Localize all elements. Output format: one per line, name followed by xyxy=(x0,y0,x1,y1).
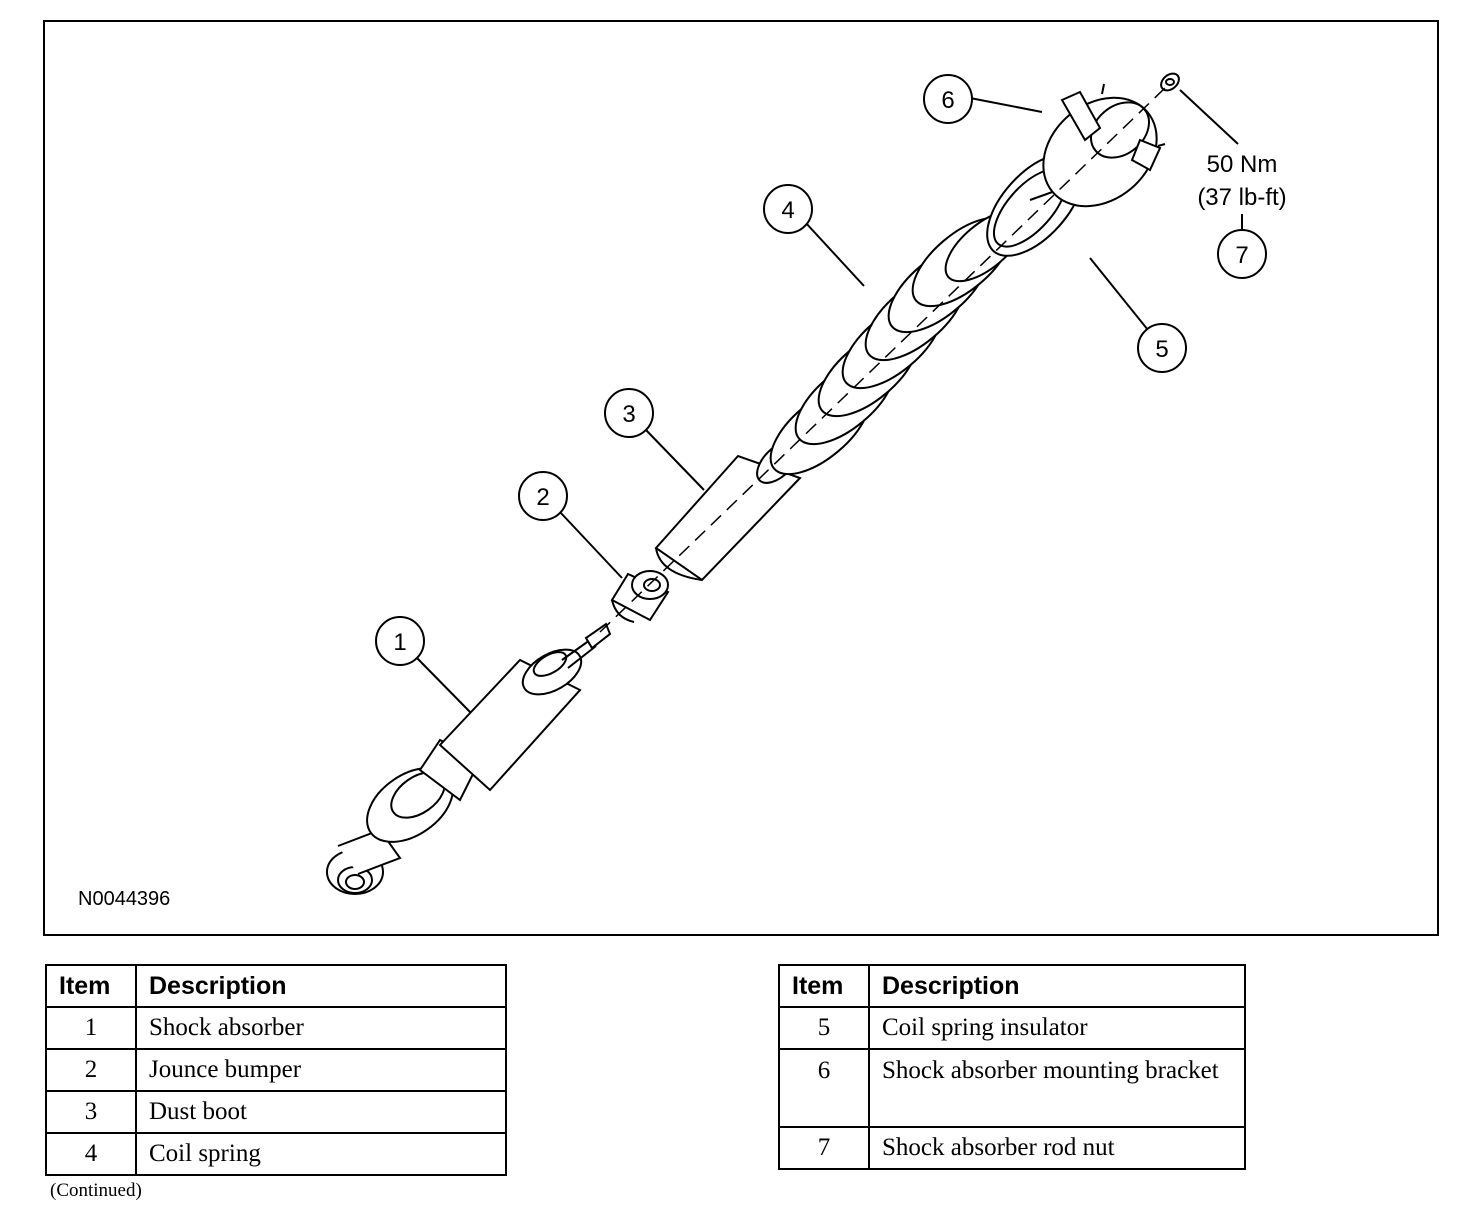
legend-table-right: Item Description 5 Coil spring insulator… xyxy=(778,964,1246,1170)
svg-text:3: 3 xyxy=(622,401,635,428)
figure-code: N0044396 xyxy=(78,888,170,910)
svg-text:7: 7 xyxy=(1235,242,1248,269)
callout-6: 6 xyxy=(923,74,973,124)
table-row: 4 Coil spring xyxy=(45,1132,507,1176)
item-description: Shock absorber xyxy=(135,1006,507,1050)
torque-nm-label: 50 Nm xyxy=(1207,151,1278,178)
item-number: 1 xyxy=(45,1006,137,1050)
svg-text:4: 4 xyxy=(781,197,794,224)
table-row: 1 Shock absorber xyxy=(45,1006,507,1050)
header-description: Description xyxy=(135,964,507,1008)
item-number: 3 xyxy=(45,1090,137,1134)
svg-text:1: 1 xyxy=(393,629,406,656)
item-description: Dust boot xyxy=(135,1090,507,1134)
callout-5: 5 xyxy=(1137,323,1187,373)
table-row: 6 Shock absorber mounting bracket xyxy=(778,1048,1246,1128)
item-number: 6 xyxy=(778,1048,870,1128)
rod-nut-drawing xyxy=(1160,72,1180,92)
item-description: Jounce bumper xyxy=(135,1048,507,1092)
table-row: 7 Shock absorber rod nut xyxy=(778,1126,1246,1170)
exploded-view-diagram: 1 2 3 4 5 6 7 50 Nm (37 lb-ft) N0044396 xyxy=(78,72,1287,910)
item-description: Coil spring xyxy=(135,1132,507,1176)
callout-3: 3 xyxy=(604,388,654,438)
figure-frame xyxy=(43,20,1439,936)
callout-2: 2 xyxy=(518,471,568,521)
callout-4: 4 xyxy=(763,184,813,234)
svg-text:5: 5 xyxy=(1155,336,1168,363)
jounce-bumper-drawing xyxy=(610,570,670,623)
item-number: 7 xyxy=(778,1126,870,1170)
item-description: Shock absorber rod nut xyxy=(868,1126,1246,1170)
table-row: 3 Dust boot xyxy=(45,1090,507,1134)
item-number: 4 xyxy=(45,1132,137,1176)
header-item: Item xyxy=(778,964,870,1008)
shock-absorber-drawing xyxy=(326,622,612,895)
header-item: Item xyxy=(45,964,137,1008)
item-number: 2 xyxy=(45,1048,137,1092)
item-description: Coil spring insulator xyxy=(868,1006,1246,1050)
mounting-bracket-drawing xyxy=(1042,83,1166,208)
svg-text:6: 6 xyxy=(941,87,954,114)
callout-1: 1 xyxy=(375,616,425,666)
item-number: 5 xyxy=(778,1006,870,1050)
continued-note: (Continued) xyxy=(50,1180,142,1201)
item-description: Shock absorber mounting bracket xyxy=(868,1048,1246,1128)
legend-table-left: Item Description 1 Shock absorber 2 Joun… xyxy=(45,964,507,1176)
table-row: 2 Jounce bumper xyxy=(45,1048,507,1092)
callout-7: 7 xyxy=(1217,229,1267,279)
torque-lbft-label: (37 lb-ft) xyxy=(1197,184,1286,211)
header-description: Description xyxy=(868,964,1246,1008)
table-row: 5 Coil spring insulator xyxy=(778,1006,1246,1050)
svg-text:2: 2 xyxy=(536,484,549,511)
